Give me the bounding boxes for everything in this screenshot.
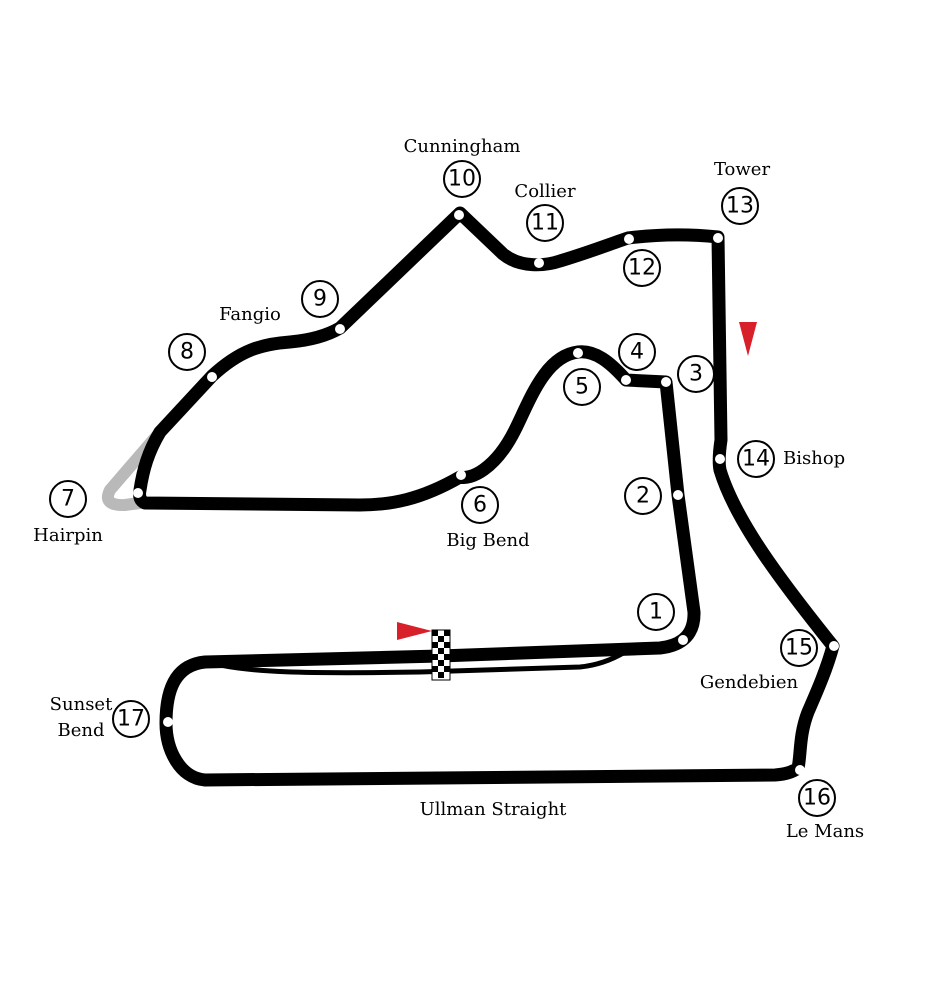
svg-text:1: 1 — [649, 600, 663, 625]
turn-8-marker — [207, 372, 217, 382]
turn-badge-14: 14 — [737, 440, 775, 478]
turn-10-marker — [454, 210, 464, 220]
label-tower: Tower — [714, 159, 771, 180]
label-ullman-straight: Ullman Straight — [420, 799, 568, 820]
svg-text:5: 5 — [575, 375, 589, 400]
turn-markers — [133, 210, 839, 775]
svg-text:10: 10 — [448, 167, 476, 192]
label-sunset: Sunset — [50, 694, 113, 715]
turn-badge-6: 6 — [461, 486, 499, 524]
turn-7-marker — [133, 488, 143, 498]
svg-text:7: 7 — [61, 487, 75, 512]
start-finish-flag — [431, 629, 451, 681]
turn-badge-7: 7 — [49, 480, 87, 518]
turn-3-marker — [661, 377, 671, 387]
label-le-mans: Le Mans — [786, 821, 864, 842]
turn-badge-9: 9 — [301, 280, 339, 318]
svg-text:2: 2 — [636, 484, 650, 509]
turn-6-marker — [456, 470, 466, 480]
turn-badge-5: 5 — [563, 368, 601, 406]
turn-13-marker — [713, 233, 723, 243]
turn-15-marker — [829, 641, 839, 651]
label-big-bend: Big Bend — [446, 530, 529, 551]
turn-badges: 1 2 3 4 5 6 7 8 9 10 11 12 13 14 15 16 1… — [49, 160, 836, 817]
label-collier: Collier — [514, 181, 576, 202]
turn-badge-13: 13 — [721, 187, 759, 225]
svg-text:13: 13 — [726, 194, 754, 219]
pit-lane — [212, 649, 628, 676]
svg-text:3: 3 — [689, 362, 703, 387]
svg-text:16: 16 — [803, 786, 831, 811]
direction-flag-back — [739, 322, 757, 356]
turn-16-marker — [795, 765, 805, 775]
turn-12-marker — [624, 234, 634, 244]
turn-9-marker — [335, 324, 345, 334]
label-cunningham: Cunningham — [404, 136, 521, 157]
svg-text:9: 9 — [313, 287, 327, 312]
turn-14-marker — [715, 454, 725, 464]
turn-badge-11: 11 — [526, 204, 564, 242]
turn-badge-17: 17 — [112, 700, 150, 738]
svg-text:12: 12 — [628, 256, 656, 281]
turn-badge-12: 12 — [623, 249, 661, 287]
turn-1-marker — [678, 635, 688, 645]
turn-badge-4: 4 — [618, 333, 656, 371]
turn-badge-2: 2 — [624, 477, 662, 515]
turn-4-marker — [621, 375, 631, 385]
corner-labels: Cunningham Collier Tower Fangio Hairpin … — [33, 136, 864, 842]
svg-text:11: 11 — [531, 211, 559, 236]
svg-text:6: 6 — [473, 493, 487, 518]
turn-11-marker — [534, 258, 544, 268]
turn-badge-15: 15 — [780, 629, 818, 667]
turn-badge-8: 8 — [168, 333, 206, 371]
label-fangio: Fangio — [219, 304, 281, 325]
turn-2-marker — [673, 490, 683, 500]
turn-badge-1: 1 — [637, 593, 675, 631]
direction-flag-start — [397, 622, 432, 640]
label-gendebien: Gendebien — [700, 672, 799, 693]
label-hairpin: Hairpin — [33, 525, 103, 546]
alternate-hairpin-section — [102, 426, 166, 512]
svg-text:17: 17 — [117, 707, 145, 732]
turn-badge-10: 10 — [443, 160, 481, 198]
label-bend: Bend — [58, 720, 105, 741]
turn-17-marker — [163, 717, 173, 727]
turn-badge-16: 16 — [798, 779, 836, 817]
turn-5-marker — [573, 348, 583, 358]
track-outline — [133, 206, 840, 787]
svg-text:14: 14 — [742, 447, 770, 472]
svg-text:8: 8 — [180, 340, 194, 365]
svg-text:4: 4 — [630, 340, 644, 365]
label-bishop: Bishop — [783, 448, 845, 469]
turn-badge-3: 3 — [677, 355, 715, 393]
svg-text:15: 15 — [785, 636, 813, 661]
